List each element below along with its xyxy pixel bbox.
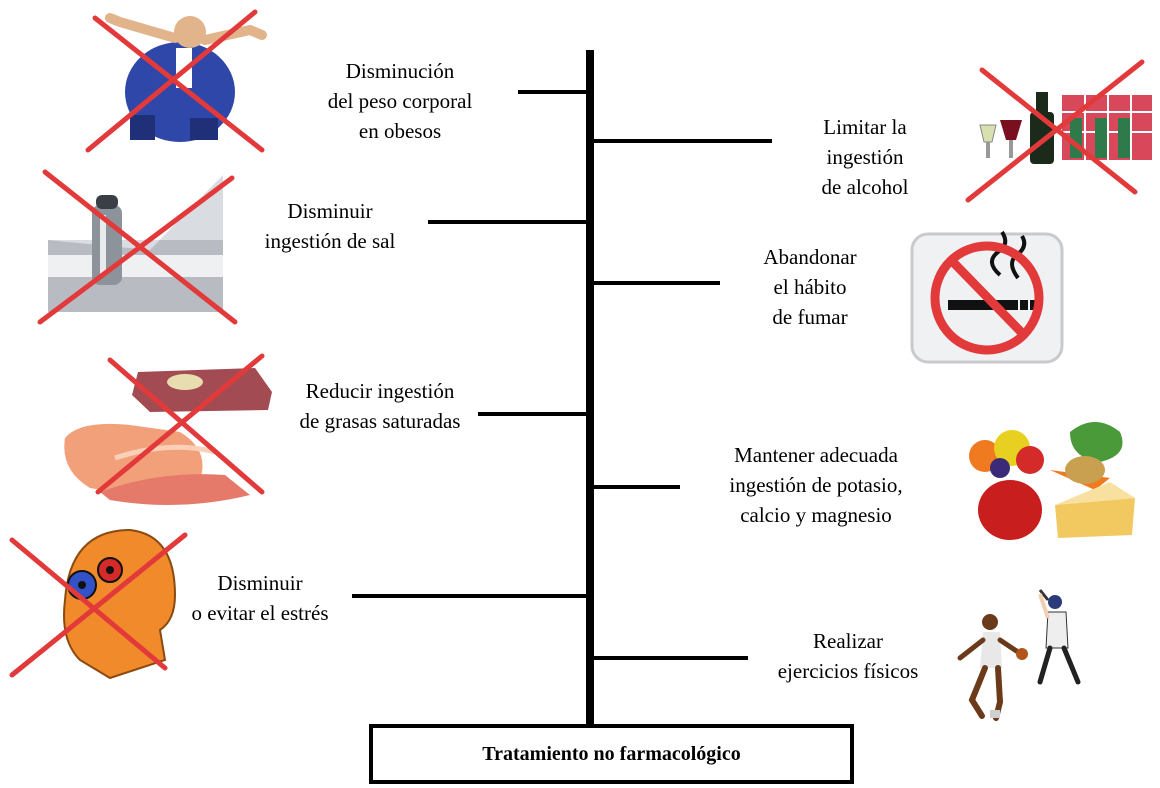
fatty-meat-icon <box>64 368 272 505</box>
fruits-vegetables-icon <box>969 422 1135 540</box>
cross-mark-icon <box>95 353 265 495</box>
label-reduce-stress: Disminuir o evitar el estrés <box>191 571 329 625</box>
label-minerals-intake: Mantener adecuada ingestión de potasio, … <box>729 443 903 527</box>
obese-man-icon <box>105 13 267 142</box>
label-reduce-fats: Reducir ingestión de grasas saturadas <box>299 379 461 433</box>
cross-mark-icon <box>37 169 238 325</box>
label-limit-alcohol: Limitar la ingestión de alcohol <box>821 115 909 199</box>
cross-mark-icon <box>9 532 188 678</box>
athletes-icon <box>957 589 1081 721</box>
cross-mark-icon <box>965 59 1145 203</box>
diagram-title: Tratamiento no farmacológico <box>482 742 741 765</box>
title-box: Tratamiento no farmacológico <box>369 724 854 784</box>
label-reduce-salt: Disminuir ingestión de sal <box>264 199 396 253</box>
no-smoking-icon <box>910 230 1064 364</box>
label-weight-loss: Disminución del peso corporal en obesos <box>327 59 473 143</box>
label-quit-smoking: Abandonar el hábito de fumar <box>763 245 857 329</box>
alcohol-bottles-icon <box>979 92 1152 164</box>
label-physical-exercise: Realizar ejercicios físicos <box>777 629 919 683</box>
cross-mark-icon <box>85 9 265 153</box>
